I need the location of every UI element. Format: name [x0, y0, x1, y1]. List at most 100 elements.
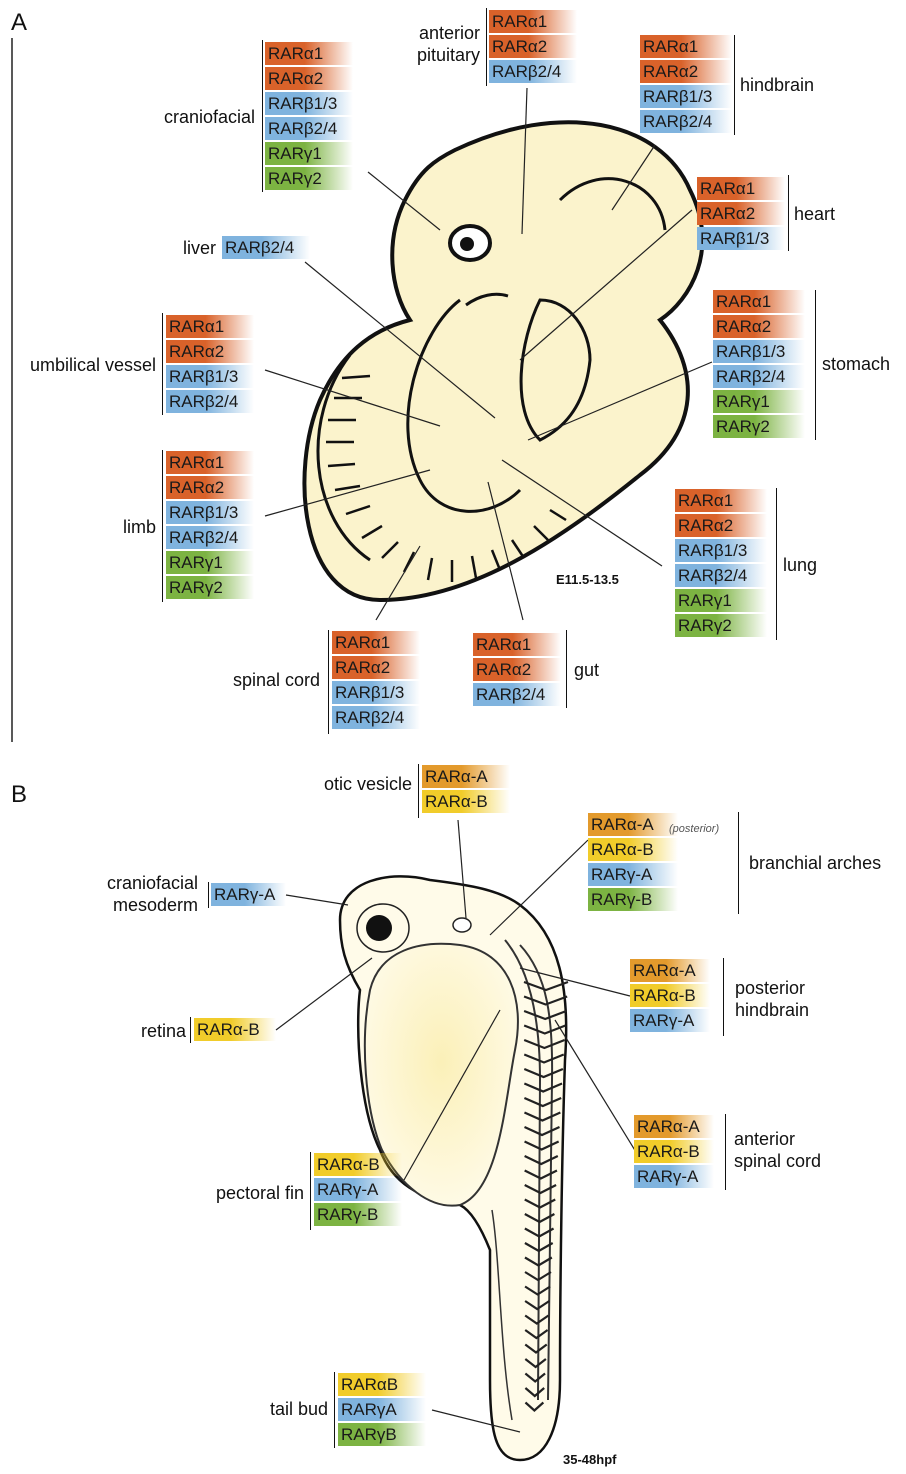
- mouse-eye-pupil: [460, 237, 474, 251]
- receptor-tag: RARα1: [675, 489, 767, 512]
- receptor-tag: RARα2: [713, 315, 805, 338]
- receptor-tag: RARβ2/4: [166, 526, 254, 549]
- label-spinal-cord: spinal cord: [180, 669, 320, 691]
- receptor-tag: RARγ2: [675, 614, 767, 637]
- receptor-tag: RARγ-B: [588, 888, 678, 911]
- receptor-tag: RARα2: [489, 35, 577, 58]
- label-hindbrain: hindbrain: [740, 74, 814, 96]
- receptor-tag: RARγA: [338, 1398, 426, 1421]
- receptor-tag: RARα1: [265, 42, 353, 65]
- receptor-tag: RARα-A: [630, 959, 710, 982]
- panel-b-label: B: [11, 782, 27, 808]
- receptor-tag: RARα2: [697, 202, 785, 225]
- receptor-tag: RARγ-A: [634, 1165, 714, 1188]
- receptor-tag: RARβ2/4: [489, 60, 577, 83]
- receptor-tag: RARα2: [265, 67, 353, 90]
- bracket-branchial-arches: [738, 812, 739, 914]
- mouse-embryo: [304, 122, 702, 600]
- label-posterior-note: (posterior): [669, 818, 719, 840]
- tags-retina: RARα-B: [194, 1018, 276, 1043]
- receptor-tag: RARα-A: [634, 1115, 714, 1138]
- bracket-pectoral-fin: [310, 1152, 311, 1230]
- bracket-anterior-spinal-cord: [725, 1114, 726, 1190]
- receptor-tag: RARβ1/3: [675, 539, 767, 562]
- receptor-tag: RARα-B: [630, 984, 710, 1007]
- receptor-tag: RARγB: [338, 1423, 426, 1446]
- tags-craniofacial: RARα1RARα2RARβ1/3RARβ2/4RARγ1RARγ2: [265, 42, 353, 192]
- receptor-tag: RARα1: [713, 290, 805, 313]
- bracket-spinal-cord: [328, 630, 329, 734]
- bracket-tail-bud: [334, 1372, 335, 1448]
- receptor-tag: RARα-A: [422, 765, 510, 788]
- bracket-umbilical-vessel: [162, 313, 163, 415]
- receptor-tag: RARγ1: [265, 142, 353, 165]
- bracket-otic-vesicle: [418, 764, 419, 818]
- stage-label-mouse: E11.5-13.5: [556, 572, 619, 587]
- receptor-tag: RARβ1/3: [697, 227, 785, 250]
- receptor-tag: RARα2: [166, 340, 254, 363]
- receptor-tag: RARβ2/4: [265, 117, 353, 140]
- receptor-tag: RARβ1/3: [640, 85, 732, 108]
- receptor-tag: RARα-A: [588, 813, 678, 836]
- receptor-tag: RARα-B: [588, 838, 678, 861]
- label-otic-vesicle: otic vesicle: [290, 773, 412, 795]
- receptor-tag: RARβ2/4: [713, 365, 805, 388]
- receptor-tag: RARα1: [166, 315, 254, 338]
- receptor-tag: RARγ2: [265, 167, 353, 190]
- bracket-anterior-pituitary: [486, 8, 487, 86]
- receptor-tag: RARβ2/4: [332, 706, 420, 729]
- receptor-tag: RARα1: [332, 631, 420, 654]
- panel-a-label: A: [11, 10, 27, 36]
- mouse-embryo-outline: [304, 122, 702, 600]
- label-heart: heart: [794, 203, 835, 225]
- receptor-tag: RARβ1/3: [265, 92, 353, 115]
- receptor-tag: RARα2: [166, 476, 254, 499]
- receptor-tag: RARγ-A: [314, 1178, 402, 1201]
- label-craniofacial-mesoderm: craniofacialmesoderm: [80, 872, 198, 916]
- label-branchial-arches: branchial arches: [749, 852, 881, 874]
- receptor-tag: RARβ2/4: [222, 236, 310, 259]
- receptor-tag: RARα-B: [422, 790, 510, 813]
- receptor-tag: RARγ2: [166, 576, 254, 599]
- receptor-tag: RARα2: [473, 658, 561, 681]
- bracket-craniofacial-mesoderm: [208, 882, 209, 908]
- bracket-retina: [190, 1017, 191, 1043]
- receptor-tag: RARα2: [332, 656, 420, 679]
- bracket-hindbrain: [734, 35, 735, 135]
- bracket-heart: [788, 175, 789, 251]
- bracket-stomach: [815, 290, 816, 440]
- receptor-tag: RARβ1/3: [166, 365, 254, 388]
- receptor-tag: RARα2: [640, 60, 732, 83]
- receptor-tag: RARα1: [640, 35, 732, 58]
- receptor-tag: RARβ2/4: [640, 110, 732, 133]
- bracket-craniofacial: [262, 40, 263, 192]
- receptor-tag: RARγ-A: [630, 1009, 710, 1032]
- receptor-tag: RARβ2/4: [675, 564, 767, 587]
- receptor-tag: RARγ2: [713, 415, 805, 438]
- tags-craniofacial-mesoderm: RARγ-A: [211, 883, 286, 908]
- receptor-tag: RARα2: [675, 514, 767, 537]
- receptor-tag: RARβ1/3: [332, 681, 420, 704]
- label-craniofacial: craniofacial: [130, 106, 255, 128]
- bracket-posterior-hindbrain: [723, 958, 724, 1036]
- receptor-tag: RARαB: [338, 1373, 426, 1396]
- label-liver: liver: [150, 237, 216, 259]
- receptor-tag: RARγ1: [166, 551, 254, 574]
- receptor-tag: RARα-B: [194, 1018, 276, 1041]
- receptor-tag: RARβ2/4: [166, 390, 254, 413]
- label-retina: retina: [110, 1020, 186, 1042]
- label-stomach: stomach: [822, 353, 890, 375]
- tags-anterior-spinal-cord: RARα-ARARα-BRARγ-A: [634, 1115, 714, 1190]
